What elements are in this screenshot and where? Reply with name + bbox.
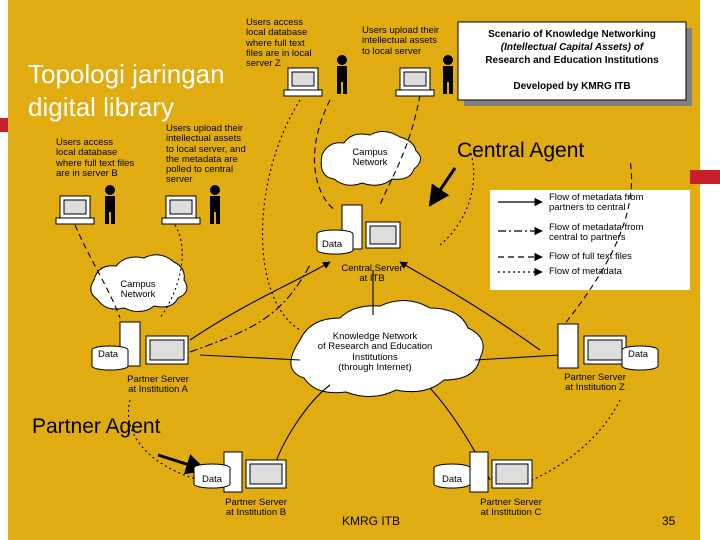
partner-agent-label: Partner Agent (32, 415, 161, 438)
flow-solid-z-central (399, 261, 541, 351)
legend-label-4: Flow of metadata (549, 266, 622, 277)
legend-label-1: Flow of metadata from partners to centra… (549, 192, 644, 214)
person-icon (210, 185, 220, 224)
flow-dotted-right (439, 149, 475, 246)
data-label-central: Data (322, 239, 343, 250)
scenario-line-2: (Intellectual Capital Assets) of (500, 42, 644, 53)
central-server-icon (316, 204, 401, 255)
caption-users-upload-local: Users upload their intellectual assets t… (362, 25, 440, 57)
partner-server-c-icon (433, 451, 533, 493)
page-number: 35 (662, 514, 676, 528)
computer-icon (55, 195, 95, 225)
partner-server-b-icon (193, 451, 287, 493)
scenario-developed: Developed by KMRG ITB (513, 81, 631, 92)
legend-box (490, 190, 690, 290)
legend-label-2: Flow of metadata from central to partner… (549, 222, 644, 244)
flow-z-knowledge (474, 354, 561, 361)
caption-users-access-b: Users access local database where full t… (56, 137, 135, 179)
flow-a-knowledge (199, 354, 301, 361)
flow-dashdot-a (189, 264, 311, 353)
knowledge-network-cloud (290, 300, 484, 397)
campus-network-left-label: Campus Network (120, 279, 156, 301)
flow-dashed-right (559, 159, 633, 331)
red-accent-bar-right (690, 170, 720, 184)
scenario-line-1: Scenario of Knowledge Networking (488, 29, 656, 40)
user-person-icons (105, 55, 453, 224)
flow-dotted-bottom-right (519, 399, 621, 486)
flow-lines (74, 94, 633, 486)
person-icon (105, 185, 115, 224)
partner-server-z-label: Partner Server at Institution Z (564, 372, 626, 394)
flow-solid-a-central (189, 261, 331, 341)
central-server-label: Central Server at ITB (341, 263, 403, 285)
footer-text: KMRG ITB (342, 514, 401, 528)
computer-icon (283, 67, 323, 97)
partner-server-c-label: Partner Server at Institution C (480, 497, 542, 519)
legend-label-3: Flow of full text files (549, 251, 632, 262)
flow-dotted-bottom (127, 399, 201, 481)
partner-server-z-icon (557, 323, 659, 371)
scenario-box (457, 21, 687, 101)
data-label-z: Data (628, 349, 649, 360)
computer-icon (395, 67, 435, 97)
computer-icon (161, 195, 201, 225)
flow-dotted-left (159, 224, 183, 319)
slide-title: Topologi jaringan digital library (28, 59, 225, 122)
person-icon (443, 55, 453, 94)
partner-server-a-icon (91, 321, 189, 371)
central-agent-arrow (428, 167, 457, 207)
data-label-c: Data (442, 474, 463, 485)
flow-dotted-top (262, 99, 301, 331)
partner-server-a-label: Partner Server at Institution A (127, 374, 189, 396)
campus-network-top-label: Campus Network (352, 147, 388, 169)
data-label-a: Data (98, 349, 119, 360)
scenario-line-3: Research and Education Institutions (485, 55, 659, 66)
data-label-b: Data (202, 474, 223, 485)
person-icon (337, 55, 347, 94)
central-agent-label: Central Agent (457, 139, 585, 162)
caption-users-upload-central: Users upload their intellectual assets t… (166, 123, 246, 186)
knowledge-network-label: Knowledge Network of Research and Educat… (317, 331, 433, 373)
campus-network-cloud-left (90, 254, 188, 312)
caption-users-access-z: Users access local database where full t… (246, 17, 312, 69)
flow-dashed-left (74, 224, 121, 319)
flow-dashed-top (314, 99, 336, 211)
partner-server-b-label: Partner Server at Institution B (225, 497, 287, 519)
